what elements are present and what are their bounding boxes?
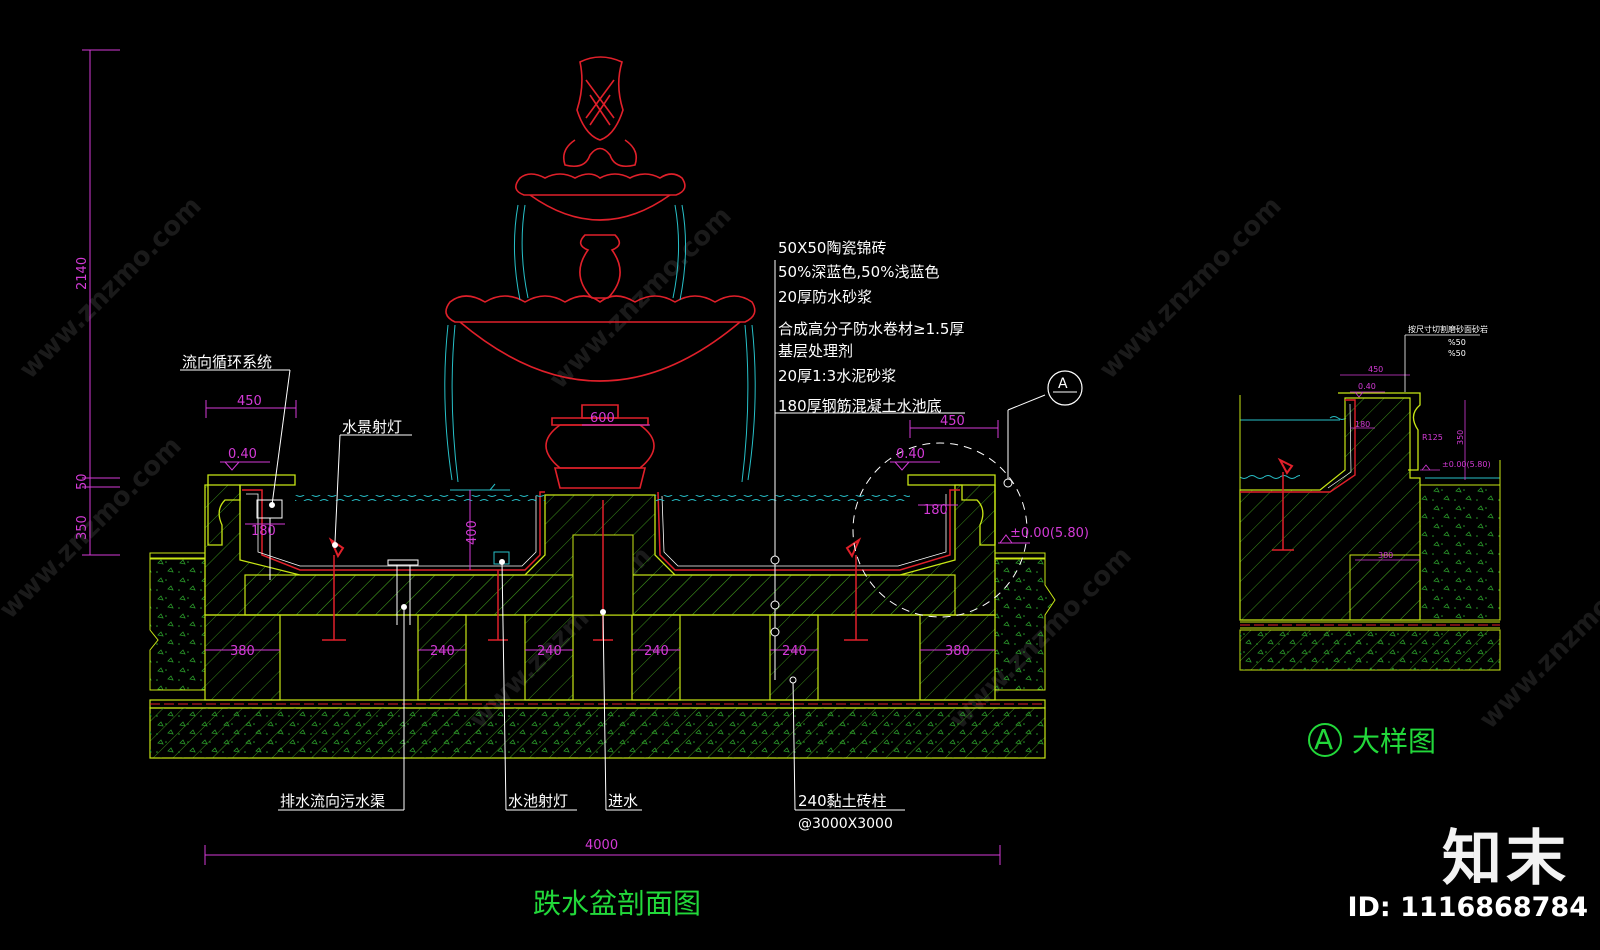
callout-labels: 流向循环系统 水景射灯 排水流向污水渠 水池射灯 进水 240黏土砖柱 @300… [182,353,893,832]
label-pool-light: 水池射灯 [508,792,568,810]
label-spotlight: 水景射灯 [342,418,402,436]
note-line-3: 20厚防水砂浆 [778,288,872,306]
dim-h-total: 2140 [75,257,90,290]
detail-title-letter: A [1314,723,1333,756]
detail-marker-circle [1047,370,1083,406]
dim-w-240-2: 240 [537,644,562,659]
dim-level: ±0.00(5.80) [1010,526,1089,541]
cascading-water [444,204,756,483]
detail-dim-380: 380 [1378,551,1393,560]
image-id: ID: 1116868784 [1347,892,1588,923]
detail-note-p50a: %50 [1448,338,1466,347]
detail-level: ±0.00(5.80) [1442,460,1491,469]
note-line-4: 合成高分子防水卷材≥1.5厚 [778,320,964,338]
dim-w-180-right: 180 [923,503,948,518]
tiered-fountain [445,56,756,489]
dim-h-50: 50 [75,473,90,490]
detail-dim-slope: 0.40 [1358,382,1376,391]
note-line-5: 基层处理剂 [778,342,853,360]
dim-w-380-left: 380 [230,644,255,659]
pool-structure [149,474,1056,759]
dim-w-240-4: 240 [782,644,807,659]
dim-w-380-right: 380 [945,644,970,659]
dim-w-180-left: 180 [251,524,276,539]
detail-dim-r125: R125 [1422,433,1443,442]
dimensions [82,49,1030,865]
dim-w-4000: 4000 [585,838,618,853]
spec-notes: 50X50陶瓷锦砖 50%深蓝色,50%浅蓝色 20厚防水砂浆 合成高分子防水卷… [778,239,964,415]
dimension-labels: 2140 50 350 450 450 0.40 0.40 180 180 60… [75,257,1089,853]
leaders [180,260,965,811]
watermark-text: www.znzmo.com [1094,191,1288,385]
detail-a: 按尺寸切割磨砂面砂岩 %50 %50 450 0.40 180 R125 350… [1239,324,1501,758]
detail-dim-350: 350 [1456,430,1465,445]
dim-w-240-3: 240 [644,644,669,659]
dim-slope-right: 0.40 [896,447,925,462]
brand-logo: 知末 [1442,824,1570,894]
dim-h-400: 400 [465,520,480,545]
detail-dim-450: 450 [1368,365,1383,374]
watermark-text: www.znzmo.com [14,191,208,385]
detail-title-marker [1308,723,1342,757]
detail-callout-circle [852,442,1028,618]
note-line-7: 180厚钢筋混凝土水池底 [778,397,942,415]
detail-drawing-title: 大样图 [1352,725,1436,758]
water-surface [295,483,910,501]
note-line-2: 50%深蓝色,50%浅蓝色 [778,263,939,281]
leader-dots [269,478,1013,684]
note-line-1: 50X50陶瓷锦砖 [778,239,886,257]
dim-slope-left: 0.40 [228,447,257,462]
label-brick-spacing: @3000X3000 [798,816,893,832]
detail-note-sandstone: 按尺寸切割磨砂面砂岩 [1408,324,1488,334]
main-drawing-title: 跌水盆剖面图 [533,887,701,920]
dim-h-350: 350 [75,515,90,540]
label-brick-column: 240黏土砖柱 [798,792,887,810]
detail-note-p50b: %50 [1448,349,1466,358]
label-inlet: 进水 [608,792,638,810]
dim-w-450-left: 450 [237,394,262,409]
detail-dim-180: 180 [1355,420,1370,429]
label-circulation: 流向循环系统 [182,353,272,371]
dim-w-600: 600 [590,411,615,426]
dim-w-450-right: 450 [940,414,965,429]
dim-w-240-1: 240 [430,644,455,659]
detail-marker-letter: A [1058,376,1068,392]
label-drain: 排水流向污水渠 [280,792,385,810]
note-line-6: 20厚1:3水泥砂浆 [778,367,896,385]
